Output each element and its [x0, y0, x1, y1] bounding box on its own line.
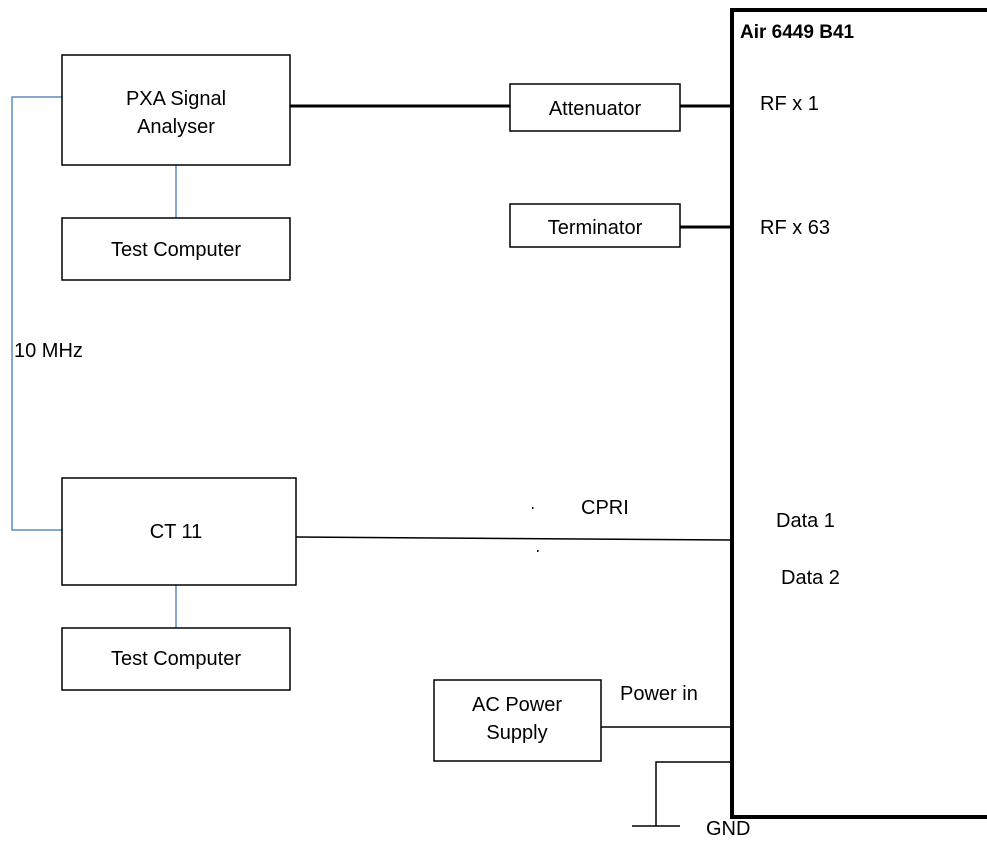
test-computer-bottom-label: Test Computer [111, 648, 241, 670]
terminator-label: Terminator [548, 217, 643, 239]
terminator-box [509, 203, 681, 248]
pxa-signal-analyser-box [61, 54, 291, 166]
cpri-tick-mark [532, 507, 534, 509]
signal-connections [290, 104, 733, 827]
cpri-label: CPRI [581, 497, 629, 519]
ac-power-label-line2: Supply [486, 722, 547, 744]
cpri-tick-mark [537, 550, 539, 552]
attenuator-label: Attenuator [549, 98, 642, 120]
test-computer-top-label: Test Computer [111, 239, 241, 261]
pxa-label-line1: PXA Signal [126, 88, 226, 110]
test-computer-top-box [61, 217, 291, 281]
test-computer-bottom-box [61, 627, 291, 691]
ref-clock-label: 10 MHz [14, 340, 83, 362]
ac-power-supply-box [433, 679, 602, 762]
ct11-label: CT 11 [150, 521, 203, 543]
cpri-line [295, 536, 733, 541]
port-data1-label: Data 1 [776, 510, 835, 532]
gnd-line [655, 761, 732, 826]
ref-clock-link [11, 96, 62, 531]
port-rf1-label: RF x 1 [760, 93, 819, 115]
gnd-label: GND [706, 818, 750, 840]
radio-unit-box [730, 8, 987, 819]
ac-power-label-line1: AC Power [472, 694, 562, 716]
ct11-box [61, 477, 297, 586]
pxa-label-line2: Analyser [137, 116, 215, 138]
sync-links [11, 96, 177, 628]
port-data2-label: Data 2 [781, 567, 840, 589]
radio-unit-title: Air 6449 B41 [740, 22, 855, 43]
power-in-label: Power in [620, 683, 698, 705]
port-rf63-label: RF x 63 [760, 217, 830, 239]
attenuator-box [509, 83, 681, 132]
